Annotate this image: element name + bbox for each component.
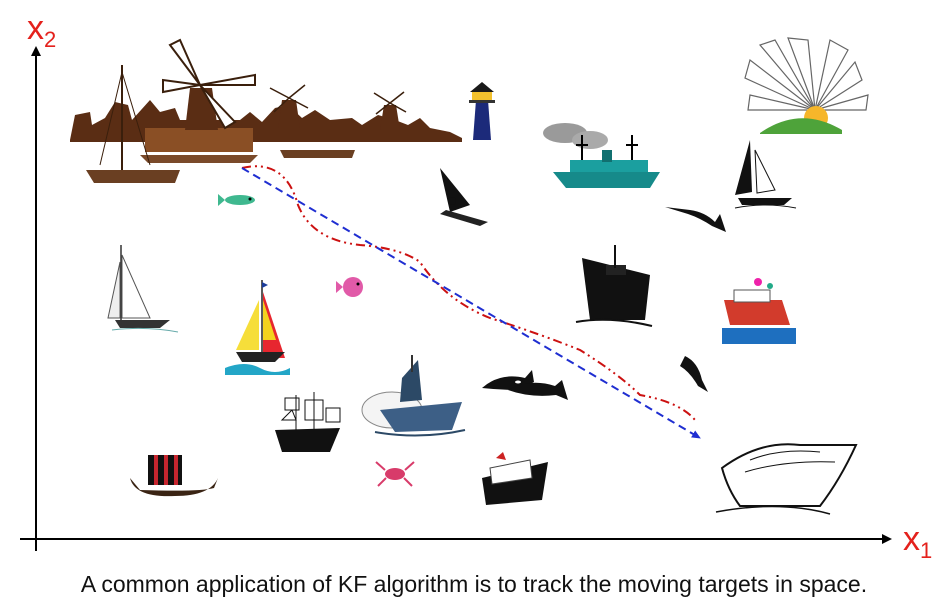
x1-axis-label: x1	[903, 520, 932, 563]
harbor-skyline-icon	[70, 65, 462, 183]
x2-axis-label: x2	[27, 9, 56, 52]
colorful-sailboat-icon	[225, 280, 290, 375]
windmill-icon	[162, 38, 407, 130]
warship-icon	[361, 355, 466, 437]
cruise-ship-icon	[715, 443, 858, 515]
steamship-icon	[543, 123, 660, 188]
speedboat-icon	[482, 452, 548, 505]
lighthouse-icon	[469, 82, 495, 140]
windsurfer-icon	[440, 168, 488, 226]
estimated-trajectory	[241, 167, 701, 439]
pufferfish-icon	[336, 277, 363, 297]
swordfish-icon	[665, 207, 726, 232]
galleon-icon	[275, 392, 341, 452]
party-boat-icon	[722, 278, 796, 344]
crab-icon	[375, 461, 415, 487]
sailboat-icon	[734, 140, 797, 209]
viking-ship-icon	[130, 455, 218, 497]
dolphin-icon	[680, 356, 708, 392]
figure-caption: A common application of KF algorithm is …	[80, 571, 868, 597]
orca-icon	[482, 370, 568, 400]
true-trajectory	[241, 165, 696, 421]
fish-icon	[218, 194, 255, 206]
sunrise-icon	[744, 37, 869, 134]
ocean-liner-icon	[575, 245, 653, 327]
white-sailboat-icon	[107, 245, 179, 333]
